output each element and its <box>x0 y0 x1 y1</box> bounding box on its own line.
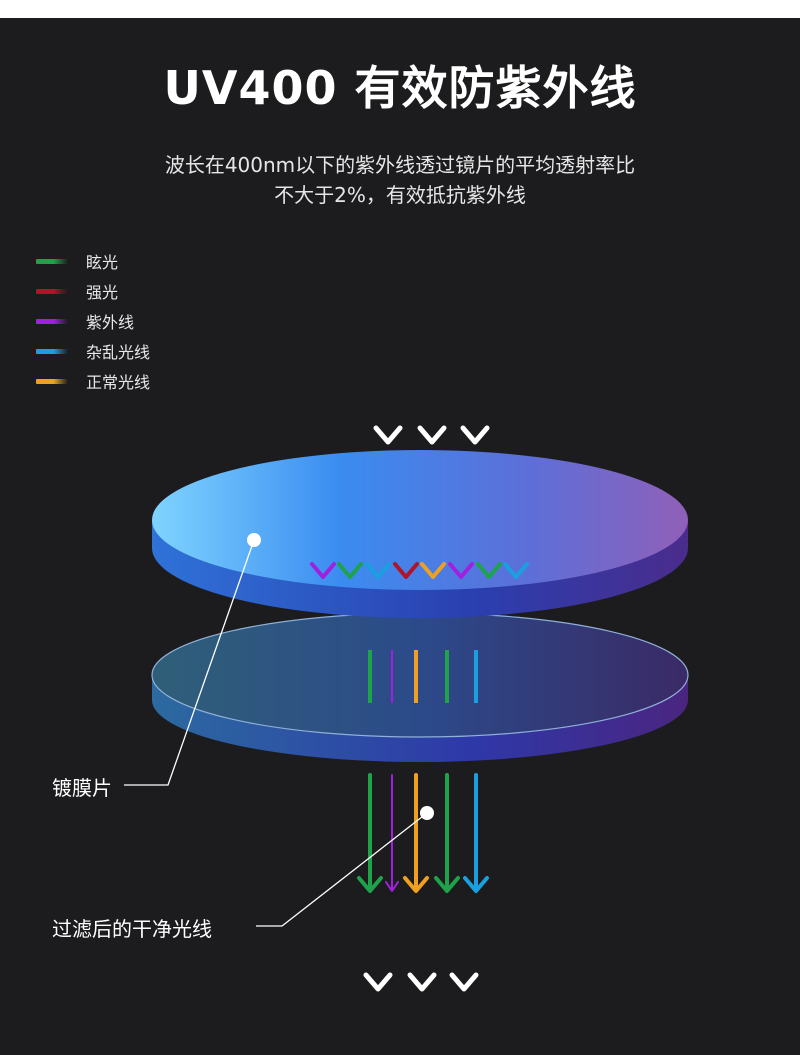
exit-color-arrows <box>357 773 489 893</box>
exit-white-head-1 <box>363 972 393 992</box>
exit-white-head-3 <box>449 972 479 992</box>
legend-swatch-scattered-light <box>36 348 68 354</box>
top-white-bar <box>0 0 800 18</box>
legend-label-uv: 紫外线 <box>86 313 135 332</box>
legend-label-glare: 眩光 <box>86 253 119 272</box>
page-title: UV400 有效防紫外线 <box>163 61 637 115</box>
subtitle-line-2: 不大于2%，有效抵抗紫外线 <box>274 183 526 207</box>
legend-label-strong-light: 强光 <box>86 283 119 302</box>
exit-white-arrows <box>363 802 479 992</box>
callout-coated-lens: 镀膜片 <box>52 776 112 800</box>
incident-color-arrows <box>310 383 529 579</box>
legend-item-scattered-light: 杂乱光线 <box>36 336 150 366</box>
upper-lens-surface <box>152 450 688 590</box>
legend-item-normal-light: 正常光线 <box>36 366 150 396</box>
subtitle-line-1: 波长在400nm以下的紫外线透过镜片的平均透射率比 <box>164 153 636 177</box>
lower-lens <box>151 612 689 762</box>
callout-filtered-light-pointer <box>256 806 434 927</box>
legend-item-strong-light: 强光 <box>36 276 150 306</box>
legend-swatch-uv <box>36 318 68 324</box>
legend-label-normal-light: 正常光线 <box>86 373 151 392</box>
lower-lens-surface <box>151 612 689 738</box>
callout-filtered-light: 过滤后的干净光线 <box>52 917 212 941</box>
legend-item-uv: 紫外线 <box>36 306 150 336</box>
legend-swatch-strong-light <box>36 288 68 294</box>
legend-item-glare: 眩光 <box>36 246 150 276</box>
white-arrowhead-3 <box>460 425 490 445</box>
legend-swatch-glare <box>36 258 68 264</box>
legend-swatch-normal-light <box>36 378 68 384</box>
upper-lens <box>152 450 688 618</box>
callout-coated-lens-pointer <box>124 533 261 786</box>
legend: 眩光 强光 紫外线 杂乱光线 正常光线 <box>36 246 150 396</box>
legend-label-scattered-light: 杂乱光线 <box>86 343 151 362</box>
page-subtitle: 波长在400nm以下的紫外线透过镜片的平均透射率比 不大于2%，有效抵抗紫外线 <box>0 150 800 210</box>
exit-white-head-2 <box>407 972 437 992</box>
